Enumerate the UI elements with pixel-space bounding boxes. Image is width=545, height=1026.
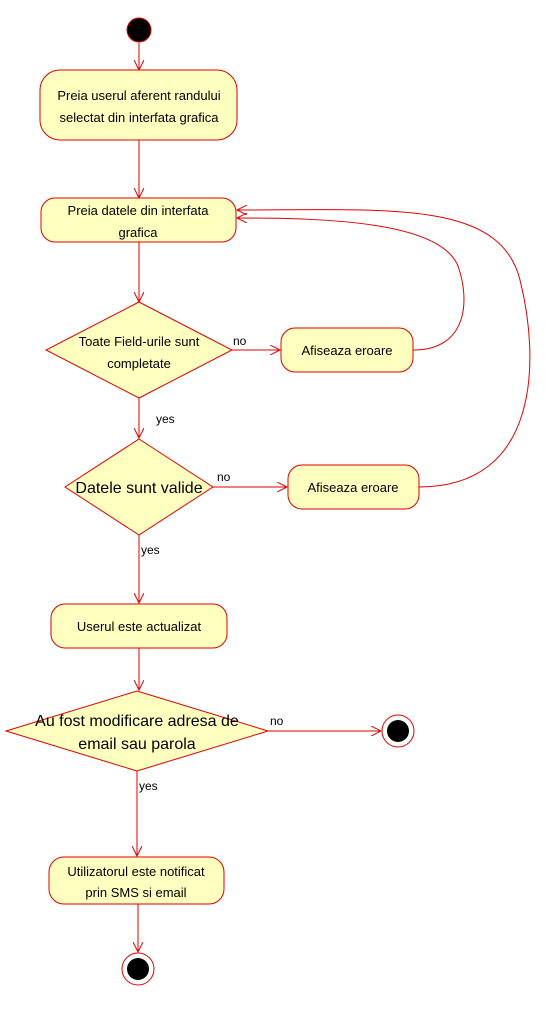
label-d1-yes: yes xyxy=(156,412,175,426)
activity-preia-userul-line2: selectat din interfata grafica xyxy=(60,110,220,125)
end-node-bottom xyxy=(121,952,155,986)
decision-field-uri-completate: Toate Field-urile sunt completate xyxy=(44,301,234,399)
activity-preia-userul: Preia userul aferent randului selectat d… xyxy=(39,69,238,141)
decision-datele-valide: Datele sunt valide xyxy=(64,438,214,536)
activity-preia-datele-line1: Preia datele din interfata xyxy=(68,203,210,218)
decision-datele-valide-label: Datele sunt valide xyxy=(75,480,202,497)
end-node-right xyxy=(381,714,415,748)
activity-userul-actualizat-label: Userul este actualizat xyxy=(77,619,202,634)
edge-e1-loop-to-a2 xyxy=(237,218,465,351)
decision-field-uri-line1: Toate Field-urile sunt xyxy=(79,334,200,349)
activity-preia-datele-line2: grafica xyxy=(118,225,158,240)
decision-modificare-line1: Au fost modificare adresa de xyxy=(35,713,239,730)
activity-preia-datele: Preia datele din interfata grafica xyxy=(40,197,237,243)
activity-utilizator-notificat-line1: Utilizatorul este notificat xyxy=(67,864,205,879)
label-d3-no: no xyxy=(270,714,284,728)
decision-modificare-line2: email sau parola xyxy=(78,736,196,753)
activity-utilizator-notificat: Utilizatorul este notificat prin SMS si … xyxy=(48,856,225,905)
label-d2-no: no xyxy=(217,470,231,484)
label-d2-yes: yes xyxy=(141,543,160,557)
label-d1-no: no xyxy=(233,334,247,348)
activity-afiseaza-eroare-2: Afiseaza eroare xyxy=(287,464,420,510)
label-d3-yes: yes xyxy=(139,779,158,793)
activity-preia-userul-line1: Preia userul aferent randului xyxy=(57,88,220,103)
activity-afiseaza-eroare-2-label: Afiseaza eroare xyxy=(307,480,398,495)
activity-userul-actualizat: Userul este actualizat xyxy=(50,603,228,649)
edge-e2-loop-to-a2 xyxy=(237,210,531,488)
decision-modificare-email-parola: Au fost modificare adresa de email sau p… xyxy=(4,690,270,772)
start-node xyxy=(126,17,152,43)
activity-utilizator-notificat-line2: prin SMS si email xyxy=(85,885,186,900)
activity-afiseaza-eroare-1: Afiseaza eroare xyxy=(280,327,414,373)
activity-afiseaza-eroare-1-label: Afiseaza eroare xyxy=(301,343,392,358)
decision-field-uri-line2: completate xyxy=(107,356,171,371)
